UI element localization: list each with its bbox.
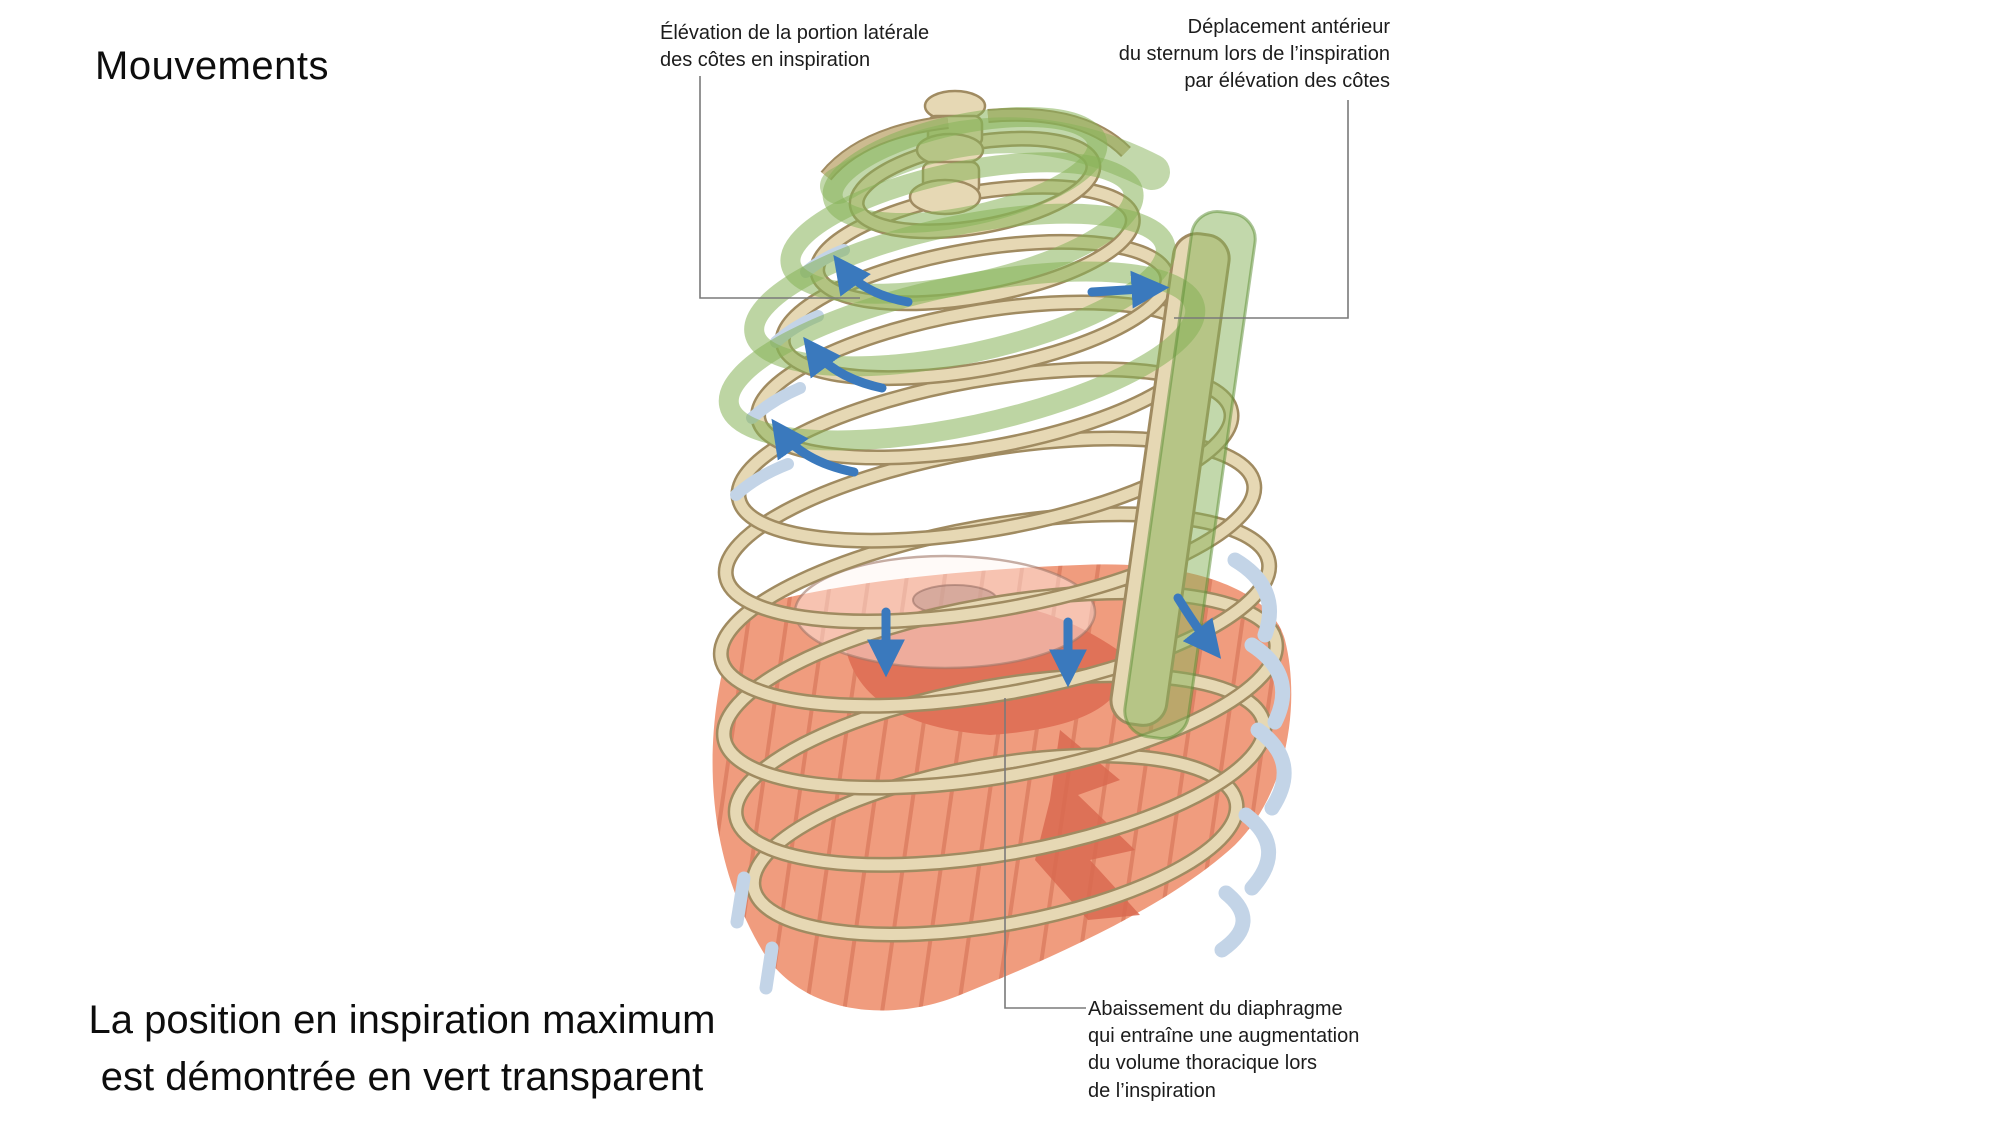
label-line: des côtes en inspiration bbox=[660, 49, 871, 72]
label-line: de l’inspiration bbox=[1088, 1079, 1216, 1102]
label-line: du sternum lors de l’inspiration bbox=[1118, 43, 1390, 66]
label-sternum-displacement: Déplacement antérieur du sternum lors de… bbox=[1060, 14, 1390, 96]
label-line: du volume thoracique lors bbox=[1088, 1052, 1318, 1075]
leader-lateral-elevation bbox=[699, 76, 860, 299]
rib-elevation-arrow-icon bbox=[833, 254, 913, 307]
overlay-upper-band bbox=[820, 117, 1170, 204]
xiphoid-arrow-icon bbox=[1173, 593, 1222, 659]
movement-arrow-icons bbox=[771, 254, 1222, 688]
label-diaphragm-lowering: Abaissement du diaphragme qui entraîne u… bbox=[1088, 996, 1359, 1105]
rib-elevation-arrow-icon bbox=[771, 418, 859, 477]
caption-line: La position en inspiration maximum bbox=[88, 998, 716, 1042]
label-line: Déplacement antérieur bbox=[1187, 16, 1390, 38]
caption-line: est démontrée en vert transparent bbox=[100, 1054, 704, 1099]
label-line: Élévation de la portion latérale bbox=[660, 22, 930, 44]
page-title: Mouvements bbox=[95, 44, 329, 88]
label-line: Abaissement du diaphragme bbox=[1088, 998, 1343, 1020]
label-line: par élévation des côtes bbox=[1184, 70, 1390, 93]
inspiration-overlay bbox=[718, 106, 1257, 741]
slide-caption: La position en inspiration maximum est d… bbox=[28, 992, 776, 1106]
leader-sternum-displacement bbox=[1174, 100, 1349, 319]
label-line: qui entraîne une augmentation bbox=[1088, 1025, 1360, 1048]
rib-elevation-arrow-icon bbox=[803, 336, 887, 393]
serratus-digitations bbox=[1035, 730, 1140, 920]
leader-diaphragm bbox=[1004, 698, 1086, 1009]
sternum-anterior-arrow-icon bbox=[1087, 270, 1170, 309]
label-lateral-elevation: Élévation de la portion latérale des côt… bbox=[660, 20, 929, 74]
leader-lines bbox=[699, 76, 1349, 1009]
overlay-sternum bbox=[1123, 209, 1257, 741]
